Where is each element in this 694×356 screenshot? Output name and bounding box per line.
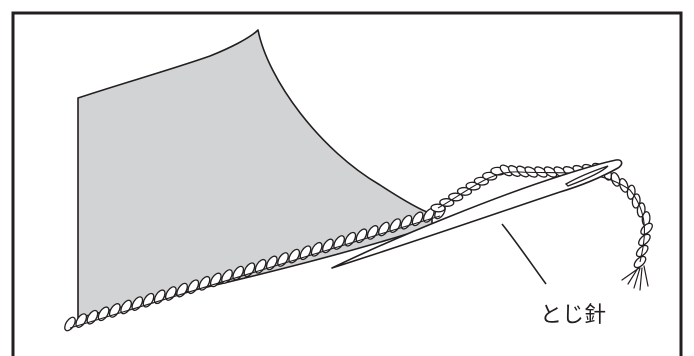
needle-label: とじ針 <box>540 303 606 328</box>
